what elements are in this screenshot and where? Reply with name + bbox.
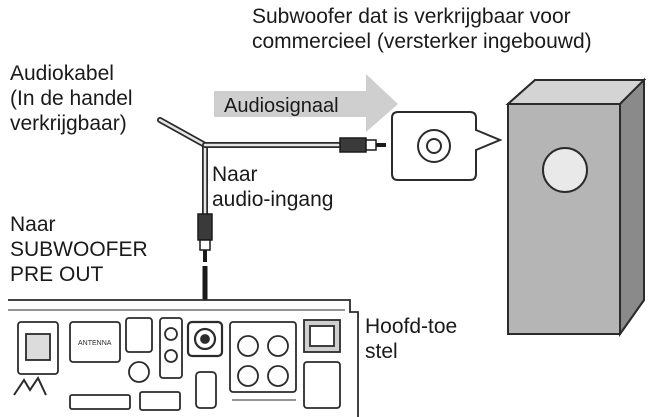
hoofd-line-2: stel [365,340,398,363]
naar-subwoofer-pre-out-label: Naar SUBWOOFER PRE OUT [10,212,148,287]
subwoofer-line-1: Subwoofer dat is verkrijgbaar voor [252,5,571,28]
main-unit-rear-panel: ANTENNA [8,299,359,417]
rca-plug-vertical [197,213,213,262]
woofer-port [542,147,588,193]
naar-audio-ingang-label: Naar audio-ingang [212,162,333,212]
input-jack-callout [391,111,503,181]
naar-sub-line-3: PRE OUT [10,263,104,286]
naar-audio-line-1: Naar [212,163,258,186]
audiosignaal-label: Audiosignaal [224,95,339,117]
audiokabel-line-3: verkrijgbaar) [10,112,127,135]
audiokabel-line-1: Audiokabel [10,62,114,85]
subwoofer-description-label: Subwoofer dat is verkrijgbaar voor comme… [252,4,592,54]
subwoofer-line-2: commercieel (versterker ingebouwd) [252,30,592,53]
svg-text:ANTENNA: ANTENNA [78,340,112,347]
audiokabel-label: Audiokabel (In de handel verkrijgbaar) [10,61,133,136]
audiokabel-line-2: (In de handel [10,87,133,110]
naar-audio-line-2: audio-ingang [212,188,334,211]
audio-cable [157,117,348,218]
audio-signal-arrow: Audiosignaal [214,74,398,132]
hoofd-line-1: Hoofd-toe [365,315,458,338]
hoofdtoestel-label: Hoofd-toe stel [365,314,457,364]
rca-jack-inner [426,138,442,154]
naar-sub-line-2: SUBWOOFER [10,238,148,261]
subwoofer-cabinet [505,77,647,338]
rca-plug-horizontal [339,137,386,153]
naar-sub-line-1: Naar [10,213,56,236]
